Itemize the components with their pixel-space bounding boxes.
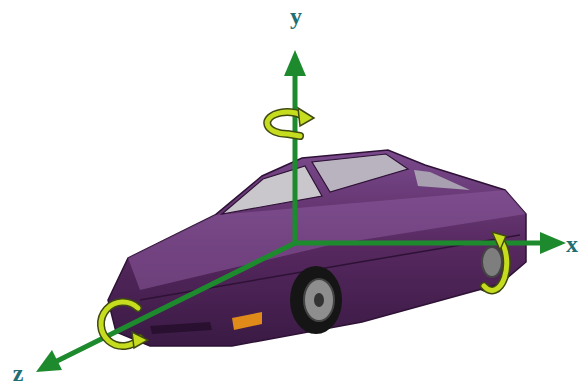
axis-label: x bbox=[566, 232, 578, 256]
axis-label: z bbox=[13, 361, 24, 385]
axis-label: y bbox=[290, 4, 302, 28]
